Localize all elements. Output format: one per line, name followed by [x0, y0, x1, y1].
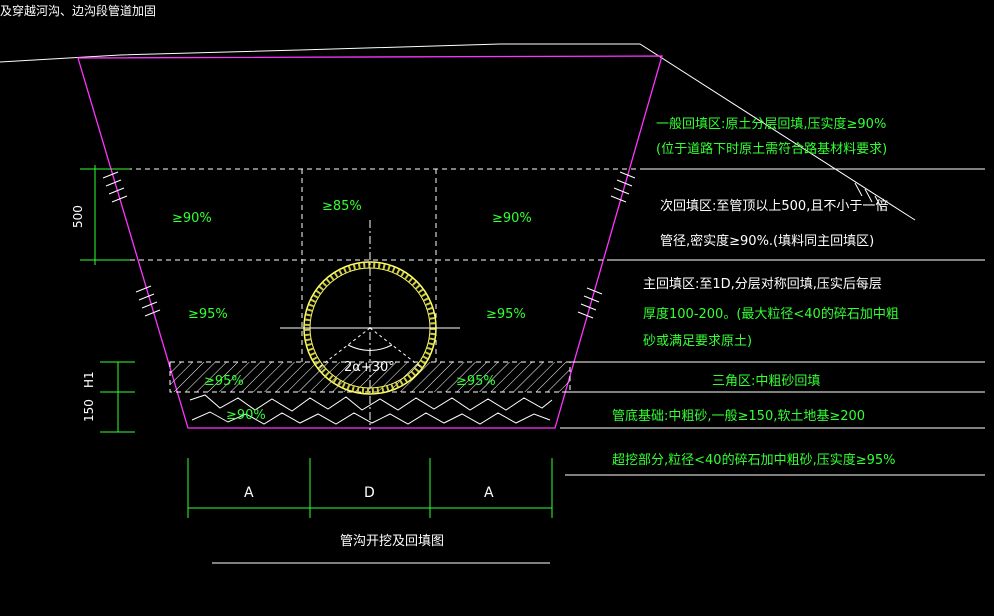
- dim-150: 150: [82, 399, 96, 422]
- dim-d: D: [364, 485, 375, 501]
- dim-500: 500: [71, 205, 85, 228]
- note-main-1: 主回填区:至1D,分层对称回填,压实后每层: [643, 276, 882, 292]
- note-main-3: 砂或满足要求原土): [643, 334, 752, 349]
- dim-a-left: A: [244, 485, 254, 501]
- dim-a-right: A: [484, 485, 494, 501]
- pipe-angle: 2α+30°: [344, 360, 395, 375]
- base-rubble: [189, 394, 553, 425]
- zone-base-left: ≥90%: [226, 408, 266, 423]
- ground-line: [0, 43, 916, 221]
- leader-lines: [560, 168, 985, 476]
- note-bedding: 管底基础:中粗砂,一般≥150,软土地基≥200: [612, 408, 865, 424]
- zone-mid-left: ≥95%: [188, 307, 228, 322]
- dim-h1: H1: [82, 371, 96, 388]
- zone-mid-right: ≥95%: [486, 307, 526, 322]
- bottom-dimension: [187, 458, 553, 518]
- pipe: [280, 220, 460, 430]
- zone-top-center: ≥85%: [322, 199, 362, 214]
- zone-bed-left: ≥95%: [204, 374, 244, 389]
- note-overdig: 超挖部分,粒径<40的碎石加中粗砂,压实度≥95%: [612, 452, 896, 468]
- note-secondary-1: 次回填区:至管顶以上500,且不小于一倍: [660, 198, 888, 214]
- note-general-1: 一般回填区:原土分层回填,压实度≥90%: [656, 116, 886, 132]
- note-main-2: 厚度100-200。(最大粒径<40的碎石加中粗: [643, 306, 899, 322]
- note-general-2: (位于道路下时原土需符合路基材料要求): [656, 141, 887, 157]
- left-dimension: [80, 165, 135, 433]
- zone-top-right: ≥90%: [492, 211, 532, 226]
- note-triangle: 三角区:中粗砂回填: [712, 374, 820, 389]
- note-secondary-2: 管径,密实度≥90%.(填料同主回填区): [660, 233, 874, 249]
- header-title: 及穿越河沟、边沟段管道加固: [0, 3, 156, 18]
- fill-boundaries: [100, 168, 640, 362]
- slope-hatch: [102, 171, 883, 319]
- zone-top-left: ≥90%: [172, 211, 212, 226]
- caption: 管沟开挖及回填图: [340, 534, 444, 549]
- zone-bed-right: ≥95%: [456, 374, 496, 389]
